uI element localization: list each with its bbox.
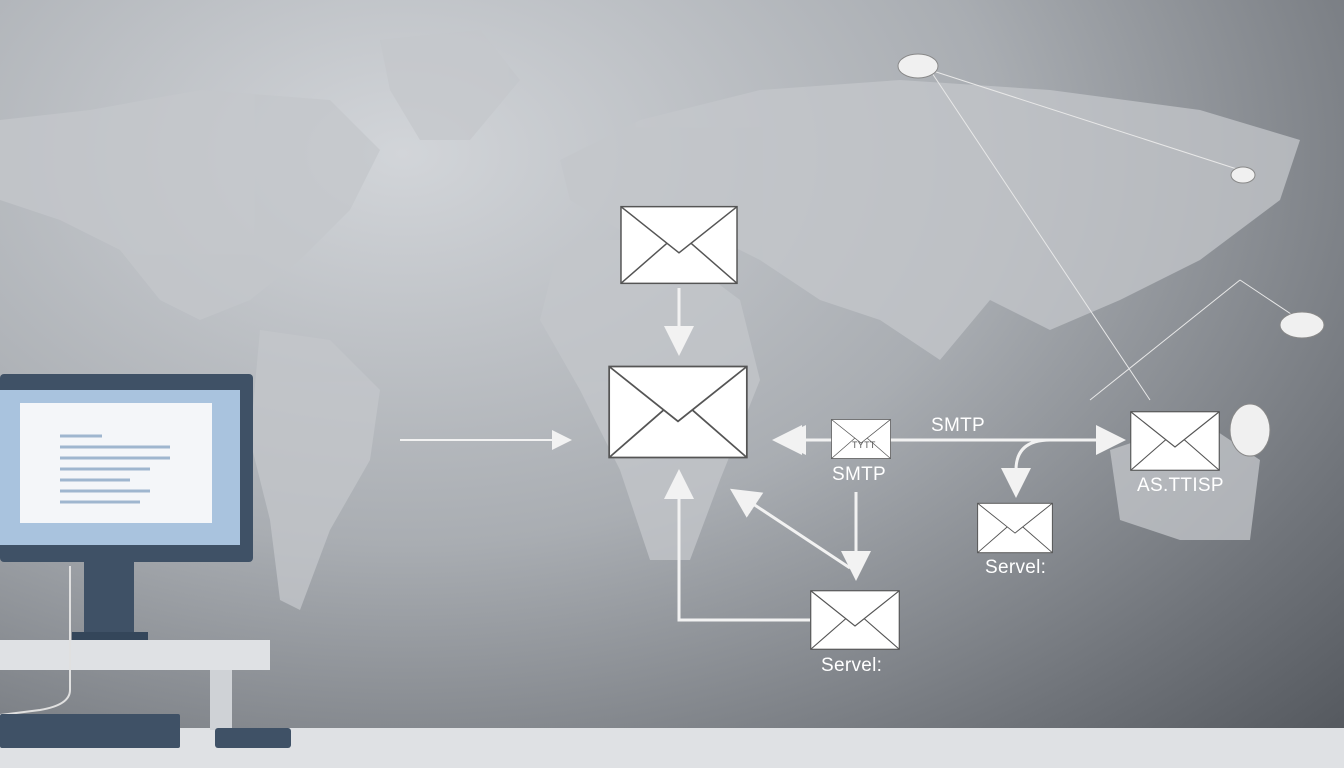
mini-envelope-text: TYTT [852, 440, 876, 450]
envelope-icon [620, 205, 738, 285]
mouse-icon [215, 728, 291, 748]
server-label-middle: Servel: [985, 557, 1047, 578]
smtp-label-top: SMTP [931, 415, 985, 436]
satellite-links [929, 69, 1301, 401]
envelope-icon [810, 590, 900, 650]
floor [0, 728, 1344, 768]
server-label-bottom: Servel: [821, 655, 883, 676]
isp-label: AS.TTISP [1137, 475, 1224, 496]
world-map [0, 30, 1300, 610]
satellite-dish-icon [897, 53, 1325, 457]
envelope-icon [1130, 411, 1220, 471]
envelope-icon [977, 502, 1053, 554]
smtp-label: SMTP [832, 464, 886, 485]
envelope-icon [831, 419, 891, 459]
keyboard-icon [0, 714, 180, 748]
desktop-monitor [0, 374, 270, 730]
envelope-icon [608, 365, 748, 459]
